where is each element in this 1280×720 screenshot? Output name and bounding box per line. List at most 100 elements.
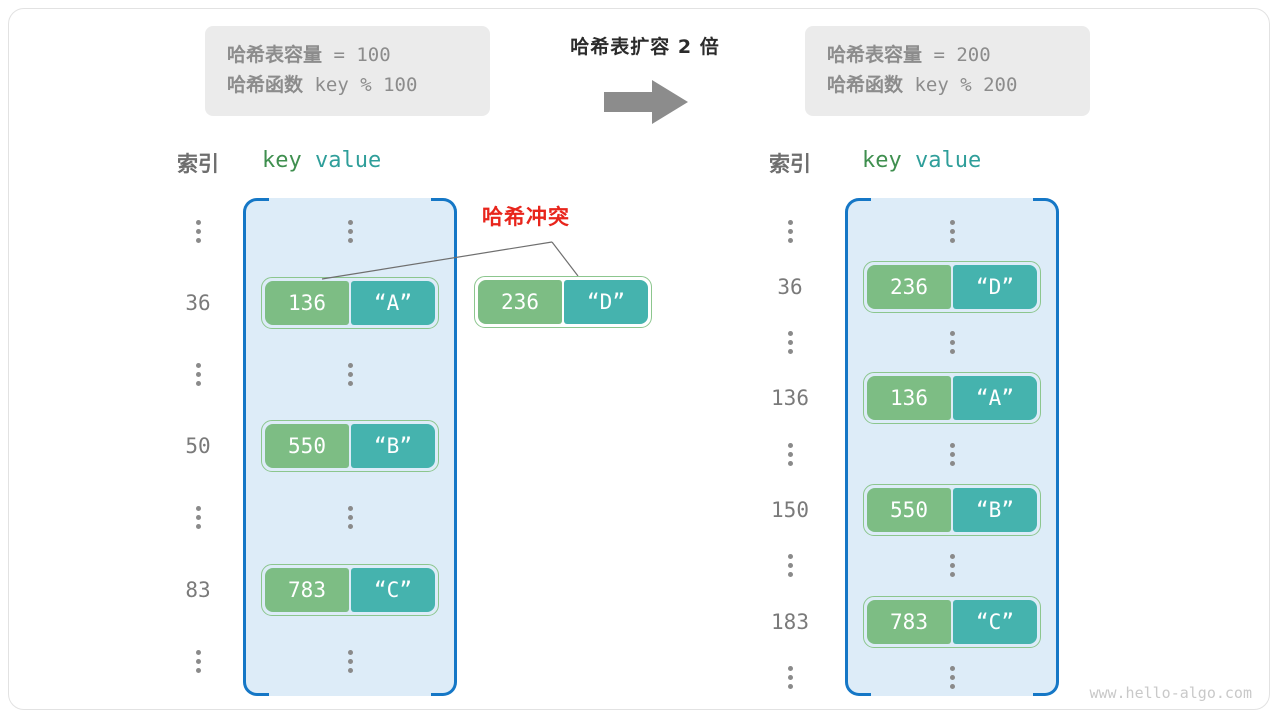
value-cell: “B” xyxy=(351,424,435,469)
index-label: 136 xyxy=(771,386,809,411)
index-ellipsis-dots xyxy=(787,442,793,466)
index-label: 36 xyxy=(777,274,803,299)
index-label: 36 xyxy=(185,290,211,315)
bucket-ellipsis-dots xyxy=(949,442,955,466)
hashfn-line-after: 哈希函数 key % 200 xyxy=(827,70,1068,100)
index-header-after: 索引 xyxy=(769,152,811,176)
key-cell: 550 xyxy=(265,424,349,469)
key-cell: 783 xyxy=(265,567,349,612)
index-label: 150 xyxy=(771,498,809,522)
bucket-entry-row: 783“C” xyxy=(243,562,457,618)
bucket-ellipsis-row xyxy=(845,538,1059,594)
pending-entry-pair: 236 “D” xyxy=(474,276,652,328)
hash-config-after: 哈希表容量 = 200 哈希函数 key % 200 xyxy=(805,26,1090,116)
bucket-entry-row: 550“B” xyxy=(845,482,1059,538)
bucket-entry-row: 783“C” xyxy=(845,594,1059,650)
entry-pair: 783“C” xyxy=(261,563,439,616)
pending-key-cell: 236 xyxy=(478,280,562,324)
bucket-ellipsis-row xyxy=(243,633,457,689)
index-ellipsis-dots xyxy=(195,219,201,243)
value-cell: “B” xyxy=(953,488,1037,532)
entry-pair: 550“B” xyxy=(261,420,439,473)
index-ellipsis-dots xyxy=(195,362,201,386)
index-label: 183 xyxy=(771,609,809,634)
index-ellipsis xyxy=(750,426,830,482)
index-header-before: 索引 xyxy=(177,152,219,176)
bucket-ellipsis-row xyxy=(243,490,457,546)
bucket-ellipsis-dots xyxy=(347,219,353,243)
arrow-right-icon xyxy=(604,80,688,124)
value-header-after: value xyxy=(915,148,982,173)
bucket-ellipsis-dots xyxy=(949,665,955,689)
bucket-ellipsis-row xyxy=(845,649,1059,705)
transform-title: 哈希表扩容 2 倍 xyxy=(570,36,720,58)
index-ellipsis xyxy=(158,633,238,689)
key-header-after: key xyxy=(862,148,902,173)
key-cell: 550 xyxy=(867,488,951,532)
index-ellipsis-dots xyxy=(195,649,201,673)
bucket-entry-row: 136“A” xyxy=(243,275,457,331)
hashfn-value-after: key % 200 xyxy=(903,74,1018,96)
capacity-line-after: 哈希表容量 = 200 xyxy=(827,40,1068,70)
value-cell: “C” xyxy=(351,567,435,612)
index-ellipsis-dots xyxy=(787,219,793,243)
bucket-ellipsis-dots xyxy=(949,331,955,355)
hashfn-label-after: 哈希函数 xyxy=(827,74,904,96)
bucket-ellipsis-row xyxy=(845,203,1059,259)
index-ellipsis xyxy=(750,315,830,371)
index-label: 83 xyxy=(185,577,211,602)
index-ellipsis-dots xyxy=(787,554,793,578)
value-cell: “C” xyxy=(953,599,1037,644)
capacity-value-after: = 200 xyxy=(922,44,991,66)
index-ellipsis xyxy=(158,203,238,259)
bucket-ellipsis-row xyxy=(845,315,1059,371)
key-cell: 136 xyxy=(867,376,951,421)
pending-value-cell: “D” xyxy=(564,280,648,324)
capacity-line-before: 哈希表容量 = 100 xyxy=(227,40,468,70)
entry-pair: 136“A” xyxy=(863,372,1041,425)
index-ellipsis-dots xyxy=(195,506,201,530)
kv-header-before: key value xyxy=(262,148,381,173)
hashfn-line-before: 哈希函数 key % 100 xyxy=(227,70,468,100)
index-ellipsis xyxy=(158,346,238,402)
kv-header-after: key value xyxy=(862,148,981,173)
hash-config-before: 哈希表容量 = 100 哈希函数 key % 100 xyxy=(205,26,490,116)
entry-pair: 136“A” xyxy=(261,276,439,329)
index-ellipsis-dots xyxy=(787,331,793,355)
index-label: 50 xyxy=(185,434,211,459)
bucket-ellipsis-dots xyxy=(949,219,955,243)
hashfn-value-before: key % 100 xyxy=(303,74,418,96)
key-cell: 783 xyxy=(867,599,951,644)
collision-label: 哈希冲突 xyxy=(482,205,570,229)
index-ellipsis-dots xyxy=(787,665,793,689)
index-ellipsis xyxy=(750,538,830,594)
value-cell: “D” xyxy=(953,264,1037,309)
value-cell: “A” xyxy=(953,376,1037,421)
index-ellipsis xyxy=(750,649,830,705)
bucket-ellipsis-dots xyxy=(347,649,353,673)
key-cell: 236 xyxy=(867,264,951,309)
bucket-ellipsis-row xyxy=(243,346,457,402)
bucket-entry-row: 550“B” xyxy=(243,418,457,474)
bucket-entry-row: 236“D” xyxy=(845,259,1059,315)
bucket-ellipsis-dots xyxy=(949,554,955,578)
watermark: www.hello-algo.com xyxy=(1089,684,1252,702)
value-cell: “A” xyxy=(351,280,435,325)
entry-pair: 550“B” xyxy=(863,484,1041,536)
bucket-ellipsis-dots xyxy=(347,506,353,530)
value-header-before: value xyxy=(315,148,382,173)
hashfn-label-before: 哈希函数 xyxy=(227,74,304,96)
index-ellipsis xyxy=(158,490,238,546)
index-ellipsis xyxy=(750,203,830,259)
capacity-label-before: 哈希表容量 xyxy=(227,44,323,66)
bucket-ellipsis-dots xyxy=(347,362,353,386)
bucket-ellipsis-row xyxy=(845,426,1059,482)
entry-pair: 783“C” xyxy=(863,595,1041,648)
capacity-label-after: 哈希表容量 xyxy=(827,44,923,66)
page-frame xyxy=(8,8,1270,710)
key-header-before: key xyxy=(262,148,302,173)
entry-pair: 236“D” xyxy=(863,260,1041,313)
capacity-value-before: = 100 xyxy=(322,44,391,66)
key-cell: 136 xyxy=(265,280,349,325)
